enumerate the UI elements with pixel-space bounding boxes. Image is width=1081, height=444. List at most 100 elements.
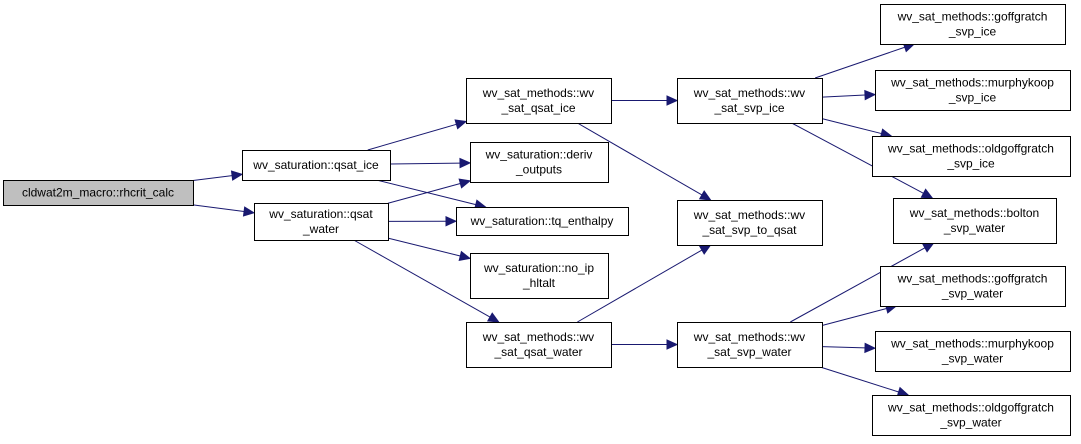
node-box bbox=[677, 200, 823, 246]
edge-qsat_water-to-no_ip_hltalt bbox=[387, 237, 472, 262]
arrowhead-icon bbox=[242, 206, 256, 217]
edge-wsm_svp_ice-to-bolton_water bbox=[791, 122, 934, 199]
node-tq_enthalpy[interactable]: wv_saturation::tq_enthalpy bbox=[456, 207, 629, 236]
node-label-line: wv_sat_methods::goffgratch bbox=[897, 272, 1048, 286]
edge-wsm_svp_ice-to-murphykoop_ice bbox=[821, 89, 877, 101]
arrowhead-icon bbox=[445, 215, 458, 227]
edge-line bbox=[821, 118, 882, 135]
node-label-line: _outputs bbox=[515, 163, 562, 177]
node-label-line: _svp_water bbox=[943, 221, 1005, 235]
edge-line bbox=[821, 94, 866, 98]
node-box bbox=[3, 180, 194, 206]
edge-rhcrit_calc-to-qsat_ice bbox=[192, 170, 244, 182]
node-box bbox=[677, 78, 823, 124]
edge-line bbox=[821, 308, 887, 326]
node-rhcrit_calc[interactable]: cldwat2m_macro::rhcrit_calc bbox=[3, 180, 194, 206]
arrowhead-icon bbox=[458, 250, 472, 262]
node-oldgoffgratch_water[interactable]: wv_sat_methods::oldgoffgratch_svp_water bbox=[872, 395, 1071, 436]
edge-wsm_svp_ice-to-oldgoffgratch_ice bbox=[821, 118, 893, 139]
node-label-line: wv_sat_methods::wv bbox=[693, 208, 805, 222]
edge-line bbox=[814, 46, 905, 79]
node-murphykoop_water[interactable]: wv_sat_methods::murphykoop_svp_water bbox=[875, 331, 1071, 372]
node-box bbox=[456, 207, 629, 236]
edge-line bbox=[192, 175, 233, 182]
node-no_ip_hltalt[interactable]: wv_saturation::no_ip_hltalt bbox=[470, 253, 609, 299]
edge-line bbox=[192, 204, 245, 212]
edge-line bbox=[790, 247, 926, 323]
edge-qsat_ice-to-deriv_outputs bbox=[389, 157, 472, 169]
node-goffgratch_ice[interactable]: wv_sat_methods::goffgratch_svp_ice bbox=[880, 4, 1066, 45]
node-wsm_svp_to_qsat[interactable]: wv_sat_methods::wv_sat_svp_to_qsat bbox=[677, 200, 823, 246]
node-box bbox=[893, 198, 1057, 244]
node-label-line: wv_sat_methods::wv bbox=[482, 330, 594, 344]
node-wsm_qsat_ice[interactable]: wv_sat_methods::wv_sat_qsat_ice bbox=[466, 78, 612, 124]
node-label-line: _svp_water bbox=[941, 287, 1003, 301]
node-label-line: wv_sat_methods::wv bbox=[693, 330, 805, 344]
node-label-line: _svp_ice bbox=[948, 91, 997, 105]
edge-line bbox=[367, 123, 457, 151]
edge-qsat_water-to-tq_enthalpy bbox=[387, 215, 458, 227]
arrowhead-icon bbox=[864, 342, 877, 354]
node-deriv_outputs[interactable]: wv_saturation::deriv_outputs bbox=[470, 142, 609, 183]
node-goffgratch_water[interactable]: wv_sat_methods::goffgratch_svp_water bbox=[880, 266, 1066, 307]
node-label-line: wv_saturation::tq_enthalpy bbox=[470, 214, 614, 228]
edge-wsm_qsat_ice-to-wsm_svp_to_qsat bbox=[577, 122, 712, 201]
edge-qsat_water-to-wsm_qsat_water bbox=[353, 239, 500, 323]
edge-line bbox=[353, 239, 491, 318]
edge-wsm_svp_water-to-goffgratch_water bbox=[821, 303, 898, 326]
node-box bbox=[470, 142, 609, 183]
node-label-line: _sat_qsat_ice bbox=[500, 101, 575, 115]
edge-qsat_ice-to-wsm_qsat_ice bbox=[367, 119, 468, 151]
edge-qsat_water-to-deriv_outputs bbox=[387, 178, 472, 204]
node-label-line: _svp_ice bbox=[946, 157, 995, 171]
node-box bbox=[466, 322, 612, 368]
node-wsm_svp_ice[interactable]: wv_sat_methods::wv_sat_svp_ice bbox=[677, 78, 823, 124]
node-label-line: wv_sat_methods::murphykoop bbox=[890, 76, 1054, 90]
node-label-line: _hltalt bbox=[522, 276, 556, 290]
edge-line bbox=[387, 237, 461, 257]
edge-wsm_svp_water-to-murphykoop_water bbox=[821, 342, 877, 354]
arrowhead-icon bbox=[459, 157, 472, 169]
node-wsm_qsat_water[interactable]: wv_sat_methods::wv_sat_qsat_water bbox=[466, 322, 612, 368]
arrowhead-icon bbox=[921, 242, 935, 253]
node-label-line: wv_saturation::no_ip bbox=[483, 261, 594, 275]
node-label-line: wv_sat_methods::wv bbox=[482, 86, 594, 100]
edge-wsm_qsat_water-to-wsm_svp_water bbox=[611, 339, 679, 350]
node-label-line: wv_sat_methods::goffgratch bbox=[897, 10, 1048, 24]
arrowhead-icon bbox=[458, 178, 472, 189]
edge-rhcrit_calc-to-qsat_water bbox=[192, 204, 256, 217]
node-label-line: _svp_ice bbox=[948, 25, 997, 39]
node-box bbox=[466, 78, 612, 124]
node-box bbox=[872, 395, 1071, 436]
node-oldgoffgratch_ice[interactable]: wv_sat_methods::oldgoffgratch_svp_ice bbox=[872, 136, 1071, 177]
edge-line bbox=[821, 346, 866, 349]
node-box bbox=[880, 266, 1066, 307]
node-qsat_water[interactable]: wv_saturation::qsat_water bbox=[254, 203, 389, 241]
node-label-line: wv_sat_methods::murphykoop bbox=[890, 337, 1054, 351]
node-qsat_ice[interactable]: wv_saturation::qsat_ice bbox=[242, 150, 391, 181]
node-box bbox=[880, 4, 1066, 45]
edges-layer bbox=[192, 42, 935, 397]
node-label-line: wv_saturation::qsat_ice bbox=[252, 158, 379, 172]
arrowhead-icon bbox=[486, 312, 500, 323]
node-box bbox=[875, 70, 1071, 111]
node-label-line: _sat_svp_ice bbox=[713, 101, 784, 115]
edge-line bbox=[389, 162, 461, 165]
edge-line bbox=[387, 182, 461, 204]
nodes-layer: cldwat2m_macro::rhcrit_calcwv_saturation… bbox=[3, 4, 1071, 436]
node-wsm_svp_water[interactable]: wv_sat_methods::wv_sat_svp_water bbox=[677, 322, 823, 368]
arrowhead-icon bbox=[230, 170, 244, 181]
node-bolton_water[interactable]: wv_sat_methods::bolton_svp_water bbox=[893, 198, 1057, 244]
arrowhead-icon bbox=[864, 89, 877, 101]
edge-wsm_qsat_ice-to-wsm_svp_ice bbox=[611, 95, 679, 106]
node-box bbox=[677, 322, 823, 368]
node-label-line: wv_sat_methods::wv bbox=[693, 86, 805, 100]
node-label-line: wv_saturation::deriv bbox=[485, 148, 593, 162]
node-label-line: wv_sat_methods::oldgoffgratch bbox=[887, 401, 1054, 415]
node-murphykoop_ice[interactable]: wv_sat_methods::murphykoop_svp_ice bbox=[875, 70, 1071, 111]
node-box bbox=[875, 331, 1071, 372]
arrowhead-icon bbox=[666, 339, 679, 350]
arrowhead-icon bbox=[454, 119, 468, 130]
node-label-line: _svp_water bbox=[939, 416, 1001, 430]
edge-line bbox=[577, 122, 703, 196]
